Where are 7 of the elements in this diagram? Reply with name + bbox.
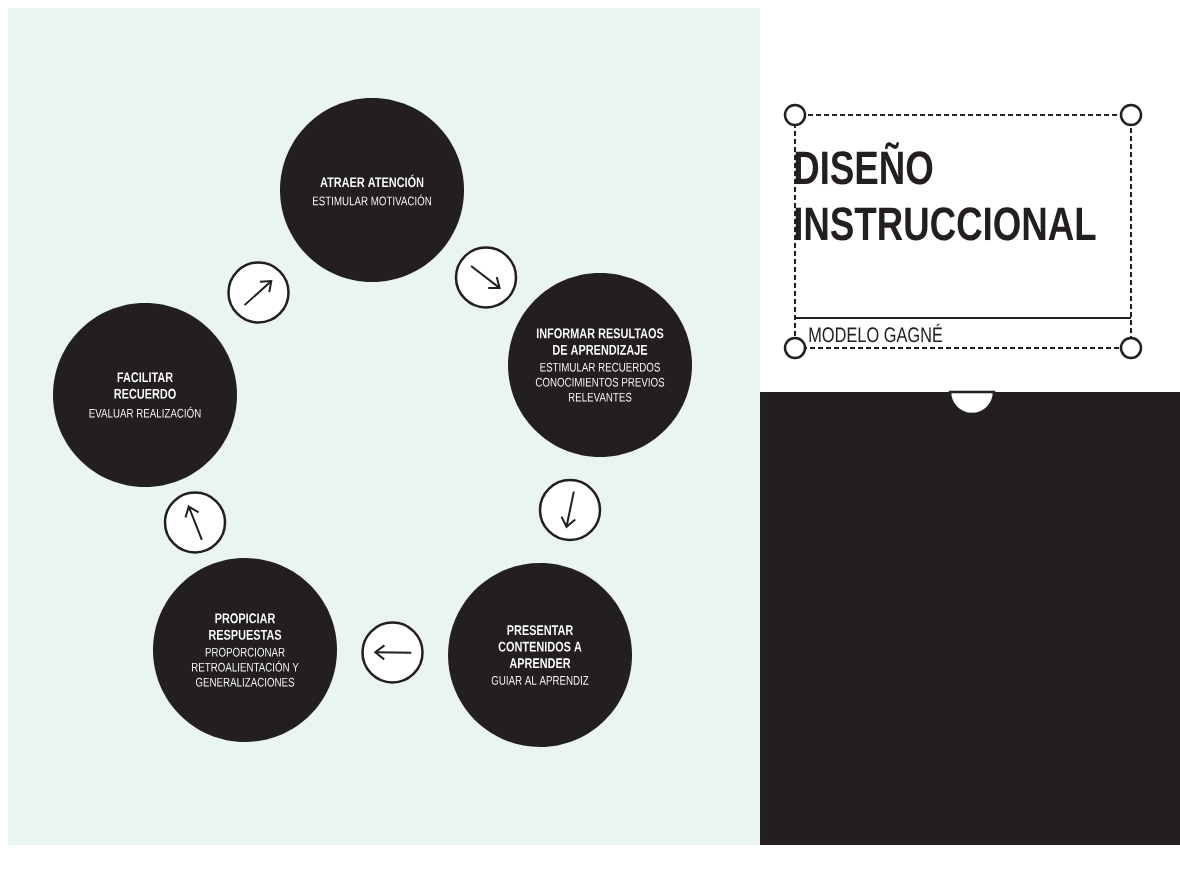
arrow-icon <box>454 246 518 309</box>
subtitle: MODELO GAGNÉ <box>809 323 943 343</box>
arrow-icon <box>163 491 227 554</box>
arrow-icon <box>227 261 290 324</box>
arrow-icon <box>538 478 602 542</box>
title: DISEÑO INSTRUCCIONAL <box>795 142 1096 241</box>
arrow-icon <box>361 621 424 684</box>
